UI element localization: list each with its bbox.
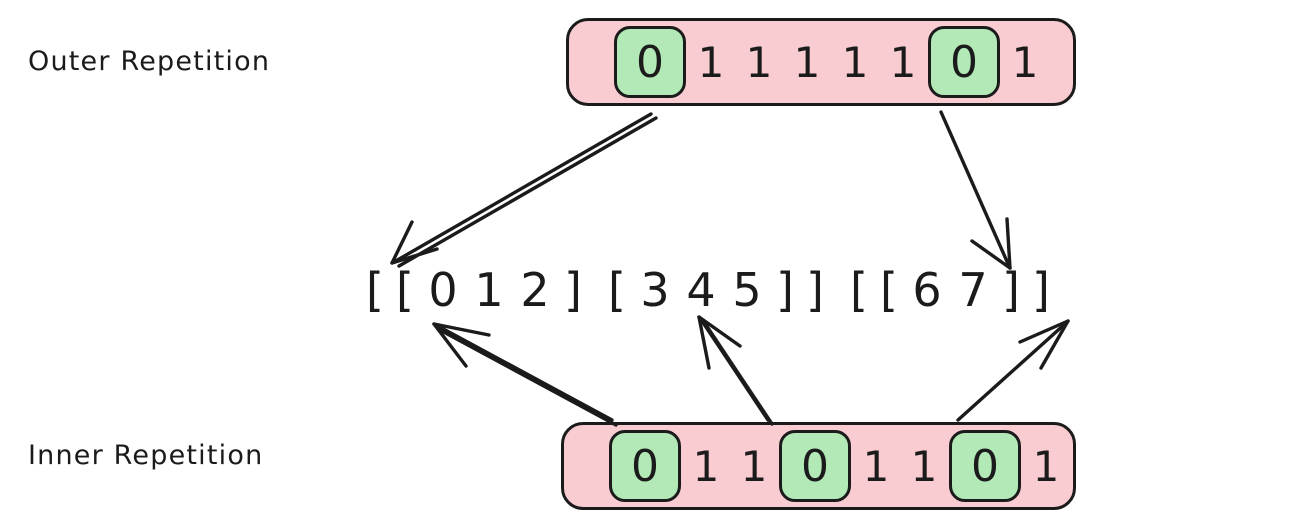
outer-repetition-label: Outer Repetition: [28, 46, 271, 77]
inner-digit-value-3: 0: [801, 440, 829, 492]
expression-token-14: 6: [912, 263, 942, 317]
outer-digit-7: 1: [1001, 21, 1049, 103]
outer-digit-4: 1: [831, 21, 879, 103]
outer-digit-value-6: 0: [950, 36, 978, 88]
inner-digit-7: 1: [1022, 425, 1070, 507]
outer-digit-1: 1: [687, 21, 735, 103]
arrow-outer-0-to-group-open: [390, 112, 658, 268]
inner-digit-value-5: 1: [910, 441, 938, 491]
outer-digit-value-3: 1: [793, 37, 821, 87]
expression-token-9: 5: [732, 263, 762, 317]
expression-token-11: ]: [806, 263, 824, 317]
expression-token-6: [: [608, 263, 626, 317]
outer-digit-5: 1: [879, 21, 927, 103]
arrow-inner-6-to-sublist-open: [956, 319, 1070, 422]
arrow-inner-0-to-sublist-open: [432, 322, 618, 427]
outer-digit-0-highlighted: 0: [613, 21, 687, 103]
inner-digit-2: 1: [730, 425, 778, 507]
arrow-inner-3-to-sublist-open: [697, 315, 774, 426]
inner-digit-1: 1: [682, 425, 730, 507]
expression-token-7: 3: [640, 263, 670, 317]
expression-token-17: ]: [1032, 263, 1050, 317]
outer-digit-value-4: 1: [841, 37, 869, 87]
expression-token-2: 0: [428, 263, 458, 317]
expression-token-4: 2: [520, 263, 550, 317]
expression-token-13: [: [880, 263, 898, 317]
expression-token-8: 4: [686, 263, 716, 317]
inner-digit-0-highlighted: 0: [608, 425, 682, 507]
arrow-outer-6-to-group-open: [939, 110, 1012, 270]
expression-token-3: 1: [474, 263, 504, 317]
inner-digit-4: 1: [852, 425, 900, 507]
outer-digit-6-highlighted: 0: [927, 21, 1001, 103]
inner-digit-value-4: 1: [862, 441, 890, 491]
expression-token-12: [: [850, 263, 868, 317]
inner-digit-6-highlighted: 0: [948, 425, 1022, 507]
outer-digit-value-1: 1: [697, 37, 725, 87]
expression-token-15: 7: [958, 263, 988, 317]
inner-digit-value-1: 1: [692, 441, 720, 491]
expression-token-16: ]: [1002, 263, 1020, 317]
inner-digit-value-6: 0: [971, 440, 999, 492]
inner-repetition-label: Inner Repetition: [28, 440, 264, 471]
outer-digit-value-5: 1: [889, 37, 917, 87]
outer-digit-value-7: 1: [1011, 37, 1039, 87]
expression-token-0: [: [366, 263, 384, 317]
outer-digit-3: 1: [783, 21, 831, 103]
inner-digit-value-2: 1: [740, 441, 768, 491]
inner-digit-5: 1: [900, 425, 948, 507]
expression-token-1: [: [396, 263, 414, 317]
inner-digit-value-0: 0: [631, 440, 659, 492]
expression-token-10: ]: [776, 263, 794, 317]
inner-digit-value-7: 1: [1032, 441, 1060, 491]
expression-token-5: ]: [564, 263, 582, 317]
outer-digit-2: 1: [735, 21, 783, 103]
inner-digit-3-highlighted: 0: [778, 425, 852, 507]
outer-digit-value-0: 0: [636, 36, 664, 88]
outer-digit-value-2: 1: [745, 37, 773, 87]
